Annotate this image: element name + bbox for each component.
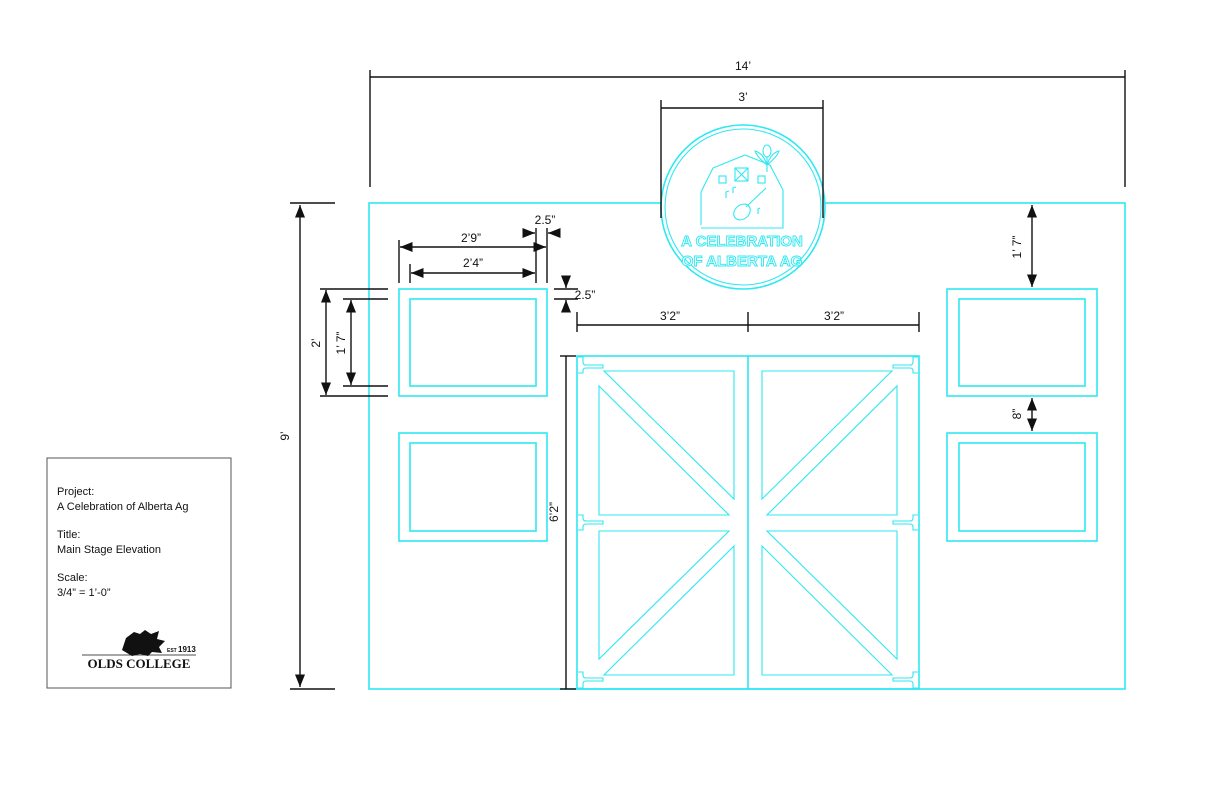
leaves-icon [122, 630, 165, 656]
dim-overall-height: 9’ [278, 202, 335, 690]
dim-label: 14’ [735, 59, 751, 73]
scale-label: Scale: [57, 572, 88, 584]
title-block: Project: A Celebration of Alberta Ag Tit… [46, 457, 232, 689]
est-label: EST [167, 648, 177, 654]
dim-door-height: 6’2” [547, 355, 576, 690]
est-year: 1913 [178, 645, 196, 654]
dim-label: 2’9” [461, 231, 481, 245]
window-left-top [398, 288, 548, 397]
dim-frame-width-vertical: 2.5” [554, 275, 596, 313]
dim-window-inner-width: 2’4” [409, 228, 537, 283]
celebration-logo-sign: A CELEBRATION OF ALBERTA AG [660, 124, 826, 290]
barn-doors [576, 355, 920, 690]
barn-icon [700, 154, 784, 229]
dim-overall-width: 14’ [369, 59, 1126, 187]
title-label: Title: [57, 529, 80, 541]
project-value: A Celebration of Alberta Ag [57, 501, 188, 513]
door-hinges [578, 356, 918, 689]
guitar-icon [725, 186, 767, 221]
dim-window-outer-width: 2’9” [398, 228, 548, 283]
dim-logo-width: 3’ [660, 90, 824, 218]
dim-label: 1’ 7” [334, 332, 348, 355]
microphone-icon [754, 144, 780, 172]
dim-label: 2’ [309, 338, 323, 347]
dim-top-to-window: 1’ 7” [1010, 205, 1038, 287]
dim-frame-width-horizontal: 2.5” [522, 213, 561, 239]
dim-label: 8” [1010, 409, 1024, 420]
scale-value: 3/4” = 1’-0” [57, 587, 111, 599]
door-leaf-right [761, 370, 898, 676]
dim-window-gap: 8” [1010, 398, 1038, 431]
college-name: OLDS COLLEGE [88, 656, 191, 671]
logo-line-1: A CELEBRATION [681, 233, 803, 250]
dim-label: 1’ 7” [1010, 236, 1024, 259]
title-value: Main Stage Elevation [57, 544, 161, 556]
window-right-bottom [946, 432, 1098, 542]
dim-label: 6’2” [547, 502, 561, 522]
window-right-top [946, 288, 1098, 397]
dim-label: 3’2” [824, 309, 844, 323]
dim-window-inner-height: 1’ 7” [334, 298, 388, 387]
olds-college-logo: EST 1913 OLDS COLLEGE [82, 630, 196, 671]
door-leaf-left [598, 370, 735, 676]
dim-label: 2.5” [575, 288, 596, 302]
dim-label: 3’2” [660, 309, 680, 323]
dim-label: 3’ [738, 90, 747, 104]
dim-label: 9’ [278, 431, 292, 440]
dim-window-outer-height: 2’ [309, 288, 388, 397]
dim-label: 2.5” [535, 213, 556, 227]
dim-label: 2’4” [463, 256, 483, 270]
project-label: Project: [57, 486, 94, 498]
logo-line-2: OF ALBERTA AG [682, 253, 803, 270]
window-left-bottom [398, 432, 548, 542]
dim-door-leaf-widths: 3’2” 3’2” [576, 309, 920, 332]
